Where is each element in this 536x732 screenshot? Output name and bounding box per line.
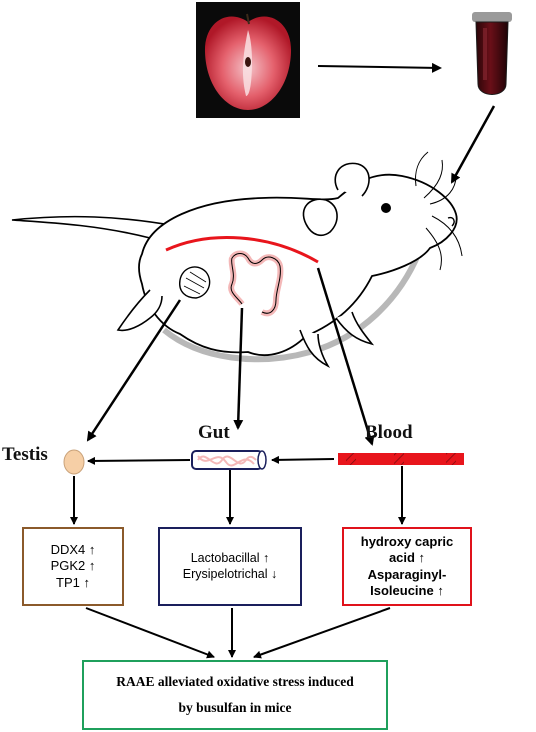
testis-marker-pgk2: PGK2 ↑: [50, 558, 96, 574]
testis-organ-drawing: [179, 266, 211, 299]
blood-result-box: hydroxy capric acid ↑ Asparaginyl- Isole…: [342, 527, 472, 606]
arrow-bloodbox-to-conclusion: [253, 607, 391, 659]
testis-marker-tp1: TP1 ↑: [56, 574, 90, 590]
testis-label: Testis: [2, 444, 48, 465]
blood-vessel-bar-icon: [338, 453, 464, 465]
intestine-organ-drawing: [228, 250, 284, 317]
gut-result-box: Lactobacillal ↑ Erysipelotrichal ↓: [158, 527, 302, 606]
arrow-apple-to-tube: [317, 62, 442, 73]
conclusion-line-1: RAAE alleviated oxidative stress induced: [116, 674, 354, 690]
arrow-mouse-to-gut: [233, 307, 244, 430]
arrow-gut-to-testis: [87, 456, 191, 465]
arrow-mouse-to-blood: [316, 267, 375, 446]
blood-label: Blood: [365, 422, 413, 443]
conclusion-box: RAAE alleviated oxidative stress induced…: [82, 660, 388, 730]
blood-marker-line-4: Isoleucine ↑: [370, 582, 444, 598]
arrow-testisbox-to-conclusion: [85, 607, 215, 659]
arrow-blood-to-gut: [271, 455, 335, 464]
red-apple-half-icon: [196, 2, 300, 118]
arrow-tube-to-mouse: [450, 105, 496, 184]
gut-marker-erysipelotrichal: Erysipelotrichal ↓: [182, 566, 278, 581]
blood-extract-tube-icon: [472, 12, 512, 95]
arrow-mouse-to-testis: [86, 299, 182, 442]
conclusion-line-2: by busulfan in mice: [178, 700, 292, 715]
mouse-illustration: [11, 151, 463, 368]
blood-marker-line-1: hydroxy capric: [360, 534, 454, 549]
blood-vessel-line: [165, 236, 319, 264]
gut-label: Gut: [198, 422, 230, 443]
testis-marker-ddx4: DDX4 ↑: [50, 542, 96, 558]
blood-marker-line-2: acid ↑: [388, 550, 426, 566]
testis-result-box: DDX4 ↑ PGK2 ↑ TP1 ↑: [22, 527, 124, 606]
blood-marker-line-3: Asparaginyl-: [367, 566, 447, 582]
testis-oval-icon: [63, 449, 85, 475]
intestine-segment-icon: [191, 450, 267, 470]
gut-marker-lactobacillal: Lactobacillal ↑: [190, 550, 270, 565]
